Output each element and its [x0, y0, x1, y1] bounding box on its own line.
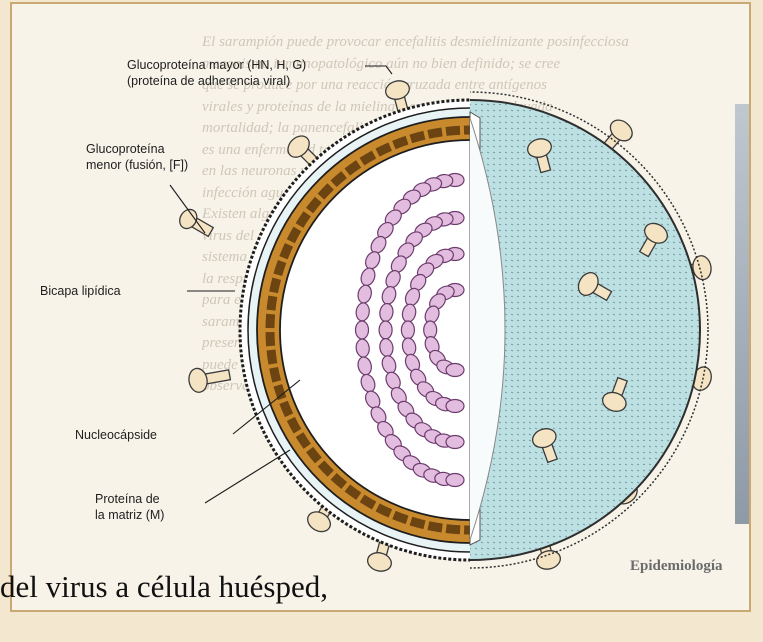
label-bilayer: Bicapa lipídica [40, 283, 121, 299]
label-glyco-minor: Glucoproteína menor (fusión, [F]) [86, 141, 188, 173]
nucleocapsid-bead [379, 321, 392, 339]
label-glyco-major: Glucoproteína mayor (HN, H, G) (proteína… [127, 57, 306, 89]
nucleocapsid-bead [446, 400, 464, 413]
label-matrix: Proteína de la matriz (M) [95, 491, 164, 523]
nucleocapsid-bead [356, 321, 369, 339]
nucleocapsid-bead [446, 364, 464, 377]
nucleocapsid-bead [401, 321, 414, 339]
label-nucleocapsid: Nucleocápside [75, 427, 157, 443]
nucleocapsid-bead [446, 474, 464, 487]
caption: del virus a célula huésped, [0, 565, 763, 642]
nucleocapsid-bead [446, 436, 464, 449]
